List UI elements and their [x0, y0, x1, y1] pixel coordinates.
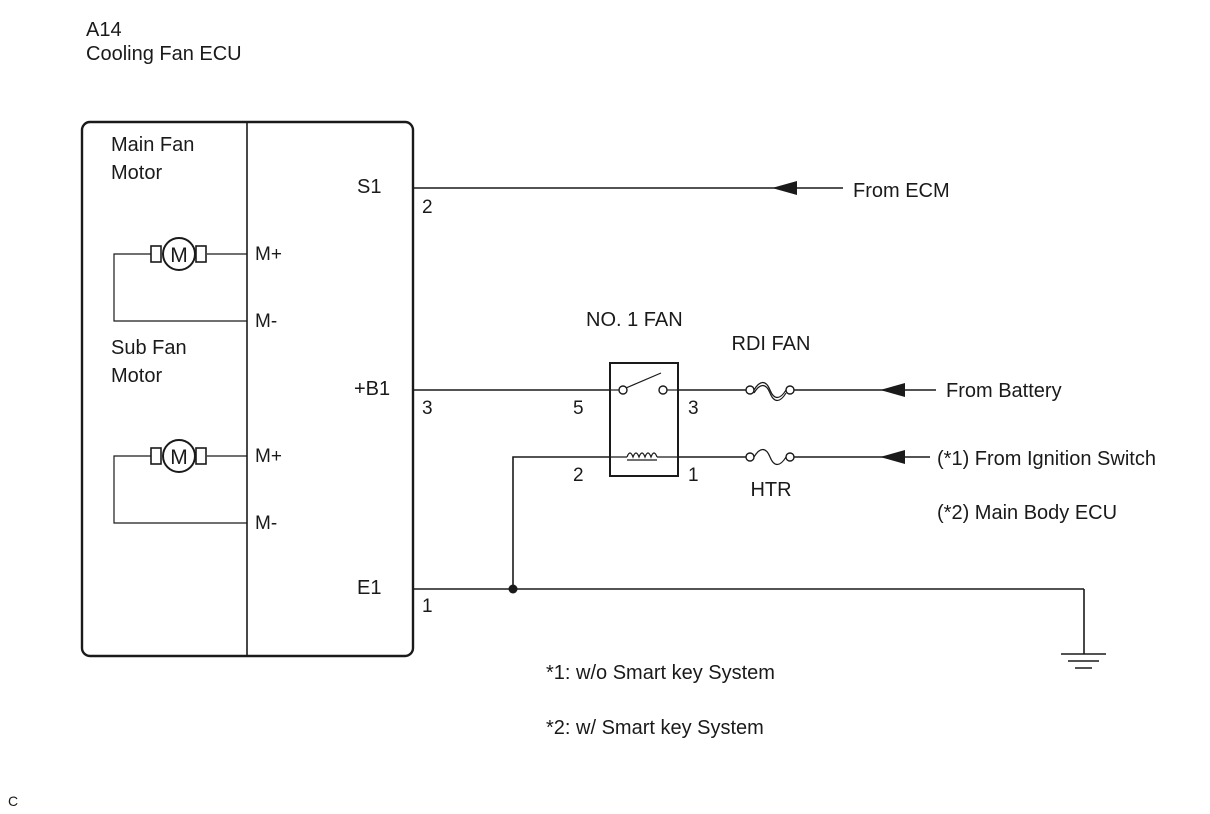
from-battery-label: From Battery	[946, 380, 1062, 402]
ecm-arrow	[772, 181, 797, 195]
note-2: *2: w/ Smart key System	[546, 717, 764, 739]
sub-motor-symbol-letter: M	[170, 446, 188, 469]
terminal-b1-pin: 3	[422, 398, 433, 419]
main-motor-minus-terminal: M-	[255, 311, 277, 332]
terminal-e1: E1	[357, 577, 381, 599]
relay-coil-symbol	[610, 452, 678, 461]
from-ecm-label: From ECM	[853, 180, 950, 202]
battery-arrow	[880, 383, 905, 397]
junction-dot	[508, 584, 518, 594]
main-motor-label-line1: Main Fan	[111, 134, 194, 156]
connector-id: A14	[86, 19, 122, 41]
sub-motor-label-line1: Sub Fan	[111, 337, 187, 359]
sub-motor-minus-terminal: M-	[255, 513, 277, 534]
terminal-b1: +B1	[354, 378, 390, 400]
terminal-e1-pin: 1	[422, 596, 433, 617]
sub-fan-motor-symbol: M	[113, 439, 247, 524]
main-motor-symbol-letter: M	[170, 244, 188, 267]
main-body-ecu-label: (*2) Main Body ECU	[937, 502, 1117, 524]
terminal-s1: S1	[357, 176, 381, 198]
relay-pin-switch-in: 5	[573, 398, 584, 419]
relay-name: NO. 1 FAN	[586, 309, 683, 331]
from-ignition-label: (*1) From Ignition Switch	[937, 448, 1156, 470]
sub-motor-plus-terminal: M+	[255, 446, 282, 467]
relay-switch-symbol	[610, 372, 678, 395]
figure-code: C	[8, 793, 18, 809]
coil-ground-wire	[512, 456, 610, 589]
rdi-fan-fuse-label: RDI FAN	[732, 333, 811, 355]
htr-fuse-label: HTR	[750, 479, 791, 501]
relay-pin-switch-out: 3	[688, 398, 699, 419]
main-motor-label-line2: Motor	[111, 162, 162, 184]
relay-pin-coil-in: 2	[573, 465, 584, 486]
rdi-fan-fuse-symbol	[745, 381, 795, 402]
ground-icon	[1061, 589, 1106, 669]
component-name: Cooling Fan ECU	[86, 43, 242, 65]
main-motor-plus-terminal: M+	[255, 244, 282, 265]
note-1: *1: w/o Smart key System	[546, 662, 775, 684]
htr-fuse-symbol	[745, 448, 795, 466]
sub-motor-label-line2: Motor	[111, 365, 162, 387]
ignition-arrow	[880, 450, 905, 464]
main-fan-motor-symbol: M	[113, 237, 247, 322]
terminal-s1-pin: 2	[422, 197, 433, 218]
relay-pin-coil-out: 1	[688, 465, 699, 486]
